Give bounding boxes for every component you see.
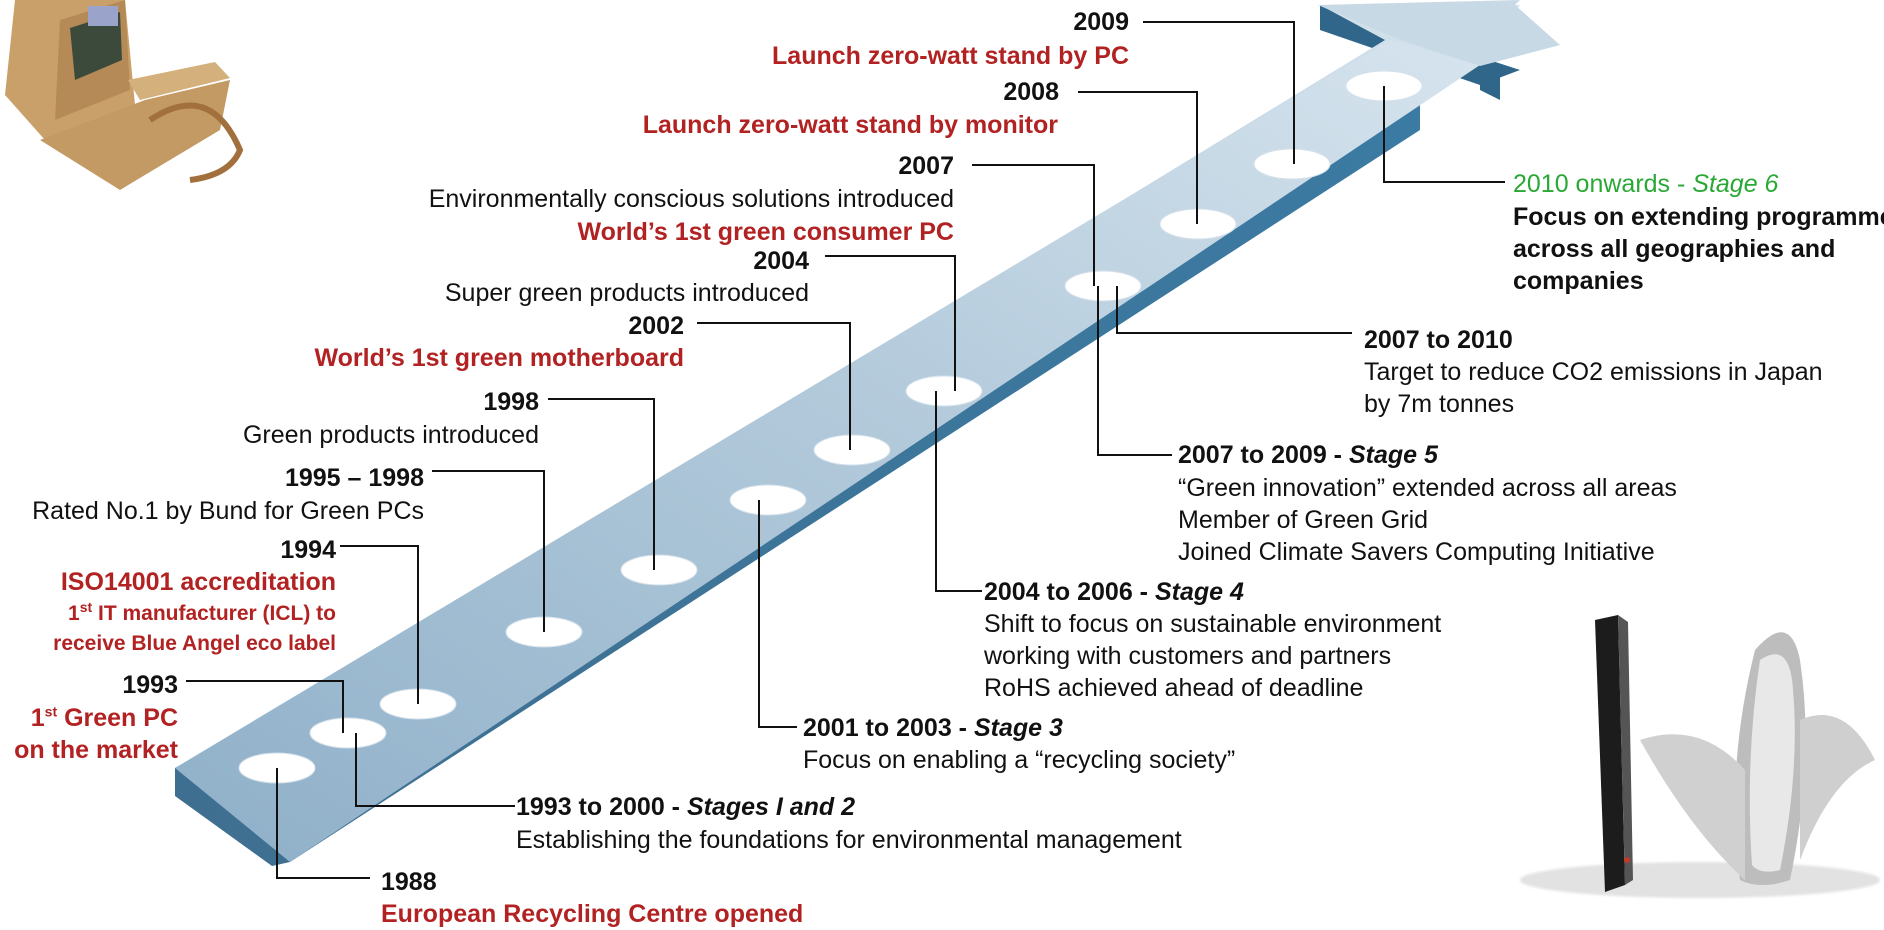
laptop-image: [5, 0, 244, 190]
year-1995-1998: 1995 – 1998: [284, 464, 424, 492]
line-1994: [340, 545, 419, 704]
milestone-1988-text: European Recycling Centre opened: [381, 900, 804, 928]
node-2002: [813, 434, 891, 466]
year-2007: 2007: [898, 152, 954, 180]
stage-4-line3: RoHS achieved ahead of deadline: [984, 674, 1364, 702]
target-line1: Target to reduce CO2 emissions in Japan: [1364, 358, 1823, 386]
node-2001: [729, 484, 807, 516]
stage-4-line2: working with customers and partners: [984, 642, 1392, 670]
stage-3-title: 2001 to 2003 - Stage 3: [803, 714, 1063, 742]
line-stage4: [935, 391, 982, 592]
target-line2: by 7m tonnes: [1364, 390, 1515, 418]
stage-5-line3: Joined Climate Savers Computing Initiati…: [1178, 538, 1655, 566]
stage-1-2-line1: Establishing the foundations for environ…: [516, 826, 1182, 854]
milestone-1995-text: Rated No.1 by Bund for Green PCs: [32, 497, 424, 525]
line-2008: [1078, 91, 1198, 224]
arrow-head-side-lower: [1480, 65, 1500, 100]
milestone-1994-line2: 1st IT manufacturer (ICL) to: [68, 599, 336, 625]
node-1993: [309, 717, 387, 749]
stage-5-line2: Member of Green Grid: [1178, 506, 1429, 534]
milestone-1998-text: Green products introduced: [242, 421, 539, 449]
year-1993: 1993: [122, 671, 178, 699]
node-1998: [620, 554, 698, 586]
year-1998: 1998: [483, 388, 539, 416]
line-2002: [697, 322, 851, 450]
line-1995: [432, 470, 545, 632]
line-2007: [972, 164, 1095, 286]
milestone-2004-text: Super green products introduced: [444, 279, 809, 307]
line-1988: [276, 768, 370, 879]
line-stage6: [1383, 86, 1505, 183]
milestone-2009-text: Launch zero-watt stand by PC: [772, 42, 1129, 70]
phone-and-corn-image: [1520, 615, 1880, 898]
line-2009: [1143, 21, 1295, 164]
target-title: 2007 to 2010: [1364, 326, 1513, 354]
stage-1-2-title: 1993 to 2000 - Stages I and 2: [516, 793, 856, 821]
year-1994: 1994: [280, 536, 336, 564]
line-2004: [825, 255, 956, 391]
node-2004: [905, 375, 983, 407]
year-2002: 2002: [628, 312, 684, 340]
line-1998: [548, 398, 655, 570]
stage-5-title: 2007 to 2009 - Stage 5: [1178, 441, 1438, 469]
milestone-2007-line1: Environmentally conscious solutions intr…: [428, 185, 954, 213]
stage-6-title: 2010 onwards - Stage 6: [1513, 170, 1779, 198]
node-2007: [1064, 270, 1142, 302]
stage-5-line1: “Green innovation” extended across all a…: [1178, 474, 1677, 502]
milestone-2002-text: World’s 1st green motherboard: [314, 344, 684, 372]
stage-6-line2: across all geographies and: [1513, 235, 1836, 263]
year-2004: 2004: [753, 247, 809, 275]
milestone-1994-line1: ISO14001 accreditation: [60, 568, 336, 596]
milestone-2008-text: Launch zero-watt stand by monitor: [642, 111, 1058, 139]
line-1993: [186, 680, 344, 733]
line-target: [1116, 286, 1352, 334]
milestone-1994-line3: receive Blue Angel eco label: [53, 632, 336, 655]
year-2009: 2009: [1073, 8, 1129, 36]
year-1988: 1988: [381, 868, 437, 896]
milestone-1993-line2: on the market: [14, 736, 178, 764]
year-2008: 2008: [1003, 78, 1059, 106]
line-stage5: [1097, 286, 1172, 456]
stage-3-line1: Focus on enabling a “recycling society”: [803, 746, 1236, 774]
stage-6-line1: Focus on extending programme: [1513, 203, 1884, 231]
stage-4-title: 2004 to 2006 - Stage 4: [984, 578, 1244, 606]
stage-4-line1: Shift to focus on sustainable environmen…: [984, 610, 1442, 638]
line-stage12: [355, 733, 515, 807]
milestone-2007-line2: World’s 1st green consumer PC: [577, 218, 955, 246]
line-stage3: [758, 500, 797, 728]
stage-6-line3: companies: [1513, 267, 1644, 295]
node-2009: [1253, 148, 1331, 180]
arrow-head-top: [1318, 0, 1560, 66]
milestone-1993-line1: 1st Green PC: [30, 703, 178, 732]
